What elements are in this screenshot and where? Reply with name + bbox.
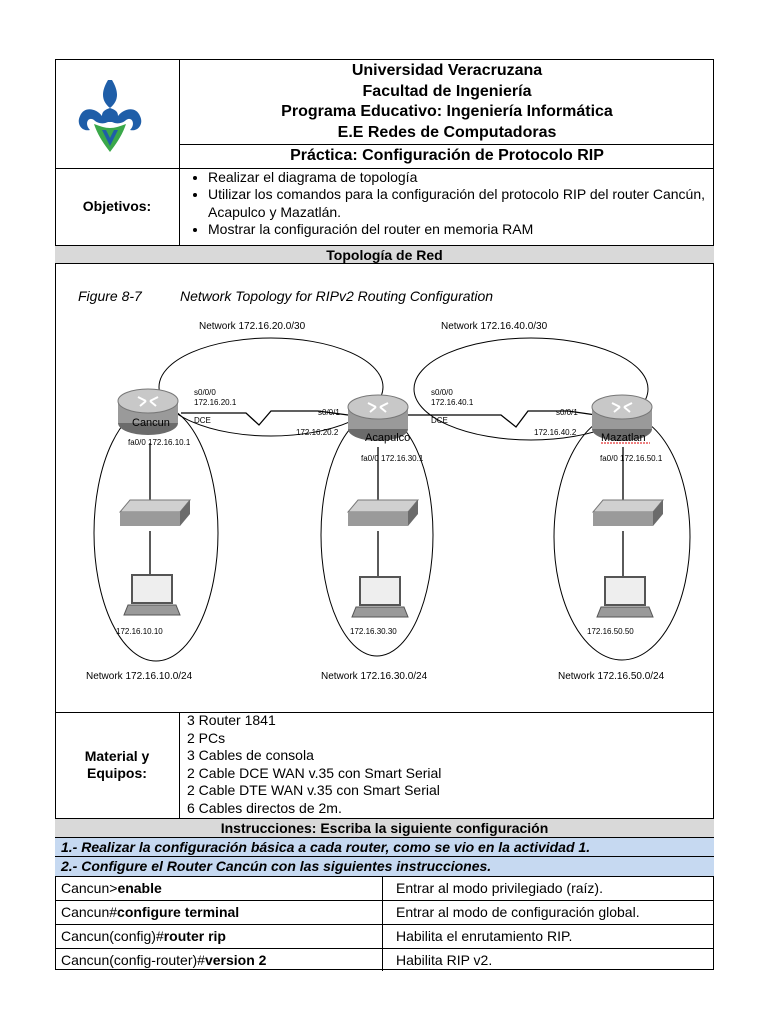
laptop-icon: [351, 576, 409, 618]
practice-title-cell: Práctica: Configuración de Protocolo RIP: [179, 144, 714, 168]
materials-row: [55, 712, 714, 818]
svg-text:s0/0/1: s0/0/1: [556, 408, 578, 417]
objective-item: Realizar el diagrama de topología: [208, 169, 714, 186]
instructions-title: Instrucciones: Escriba la siguiente conf…: [55, 818, 714, 837]
objective-item: Mostrar la configuración del router en m…: [208, 221, 714, 238]
svg-text:DCE: DCE: [194, 416, 211, 425]
instruction-step-1: 1.- Realizar la configuración básica a c…: [55, 837, 714, 856]
table-row: Cancun(config-router)#version 2 Habilita…: [55, 948, 714, 971]
instruction-step-2: 2.- Configure el Router Cancún con las s…: [55, 856, 714, 876]
svg-text:s0/0/0: s0/0/0: [194, 388, 216, 397]
router-name: Mazatlan: [601, 432, 646, 444]
command-cell: Cancun#configure terminal: [61, 904, 240, 920]
serial-link: [406, 410, 597, 428]
header-title-block: Universidad Veracruzana Facultad de Inge…: [179, 59, 714, 167]
router-icon: [591, 394, 653, 441]
practice-title: Práctica: Configuración de Protocolo RIP: [290, 147, 604, 164]
serial-link: [181, 410, 349, 426]
command-cell: Cancun>enable: [61, 880, 162, 896]
network-label: Network 172.16.40.0/30: [441, 321, 548, 332]
description-cell: Entrar al modo de configuración global.: [396, 904, 640, 920]
faculty-name: Facultad de Ingeniería: [362, 82, 532, 100]
topology-figure: Figure 8-7 Network Topology for RIPv2 Ro…: [56, 265, 713, 712]
table-row: Cancun#configure terminal Entrar al modo…: [55, 900, 714, 924]
host-ip: 172.16.10.10: [116, 627, 163, 636]
description-cell: Entrar al modo privilegiado (raíz).: [396, 880, 603, 896]
router-name: Acapulco: [365, 432, 410, 444]
router-icon: [117, 388, 179, 435]
material-item: 3 Router 1841: [187, 712, 276, 728]
document-table: [55, 59, 714, 970]
material-item: 3 Cables de consola: [187, 747, 314, 763]
svg-text:fa0/0 172.16.50.1: fa0/0 172.16.50.1: [600, 454, 663, 463]
command-table: Cancun>enable Entrar al modo privilegiad…: [55, 876, 714, 971]
objectives-row: [55, 168, 714, 245]
logo: [60, 72, 172, 158]
material-item: 2 PCs: [187, 729, 226, 746]
lan-ellipse: [320, 413, 434, 657]
svg-text:172.16.40.2: 172.16.40.2: [534, 428, 577, 437]
materials-list: 3 Router 1841 2 PCs 3 Cables de consola …: [179, 712, 714, 818]
command-cell: Cancun(config-router)#version 2: [61, 952, 267, 968]
course-name: E.E Redes de Computadoras: [337, 123, 557, 141]
table-row: Cancun(config)#router rip Habilita el en…: [55, 924, 714, 948]
network-topology-diagram: Figure 8-7 Network Topology for RIPv2 Ro…: [78, 288, 691, 682]
network-label: Network 172.16.50.0/24: [558, 671, 665, 682]
svg-text:s0/0/1: s0/0/1: [318, 408, 340, 417]
host-ip: 172.16.50.50: [587, 627, 634, 636]
svg-text:fa0/0 172.16.30.1: fa0/0 172.16.30.1: [361, 454, 424, 463]
laptop-icon: [123, 574, 181, 616]
objectives-label: Objetivos:: [82, 198, 152, 214]
objectives-list: Realizar el diagrama de topología Utiliz…: [179, 168, 714, 245]
lan-ellipse: [553, 413, 691, 661]
svg-text:172.16.40.1: 172.16.40.1: [431, 398, 474, 407]
laptop-icon: [596, 576, 654, 618]
materials-label: Material y Equipos:: [84, 748, 150, 781]
objective-item: Utilizar los comandos para la configurac…: [208, 186, 714, 221]
material-item: 6 Cables directos de 2m.: [187, 799, 342, 816]
svg-text:172.16.20.1: 172.16.20.1: [194, 398, 237, 407]
description-cell: Habilita el enrutamiento RIP.: [396, 928, 573, 944]
host-ip: 172.16.30.30: [350, 627, 397, 636]
wan-link-ellipse: [158, 337, 384, 437]
switch-icon: [346, 499, 420, 526]
network-label: Network 172.16.20.0/30: [199, 321, 306, 332]
network-label: Network 172.16.30.0/24: [321, 671, 428, 682]
switch-icon: [118, 499, 192, 526]
table-row: Cancun>enable Entrar al modo privilegiad…: [55, 877, 714, 900]
network-label: Network 172.16.10.0/24: [86, 671, 193, 682]
program-name: Programa Educativo: Ingeniería Informáti…: [281, 103, 613, 120]
university-logo-icon: [78, 80, 142, 152]
svg-text:172.16.20.2: 172.16.20.2: [296, 428, 339, 437]
material-item: 2 Cable DTE WAN v.35 con Smart Serial: [187, 782, 440, 798]
command-cell: Cancun(config)#router rip: [61, 928, 226, 944]
wan-link-ellipse: [413, 337, 649, 441]
material-item: 2 Cable DCE WAN v.35 con Smart Serial: [187, 764, 442, 781]
router-name: Cancun: [132, 417, 170, 429]
svg-text:DCE: DCE: [431, 416, 448, 425]
topology-section-title: Topología de Red: [55, 245, 714, 264]
description-cell: Habilita RIP v2.: [396, 952, 493, 968]
router-icon: [347, 394, 409, 441]
switch-icon: [591, 499, 665, 526]
university-name: Universidad Veracruzana: [351, 62, 543, 79]
svg-text:fa0/0 172.16.10.1: fa0/0 172.16.10.1: [128, 438, 191, 447]
figure-caption: Network Topology for RIPv2 Routing Confi…: [180, 288, 493, 304]
figure-label: Figure 8-7: [78, 288, 143, 304]
svg-text:s0/0/0: s0/0/0: [431, 388, 453, 397]
